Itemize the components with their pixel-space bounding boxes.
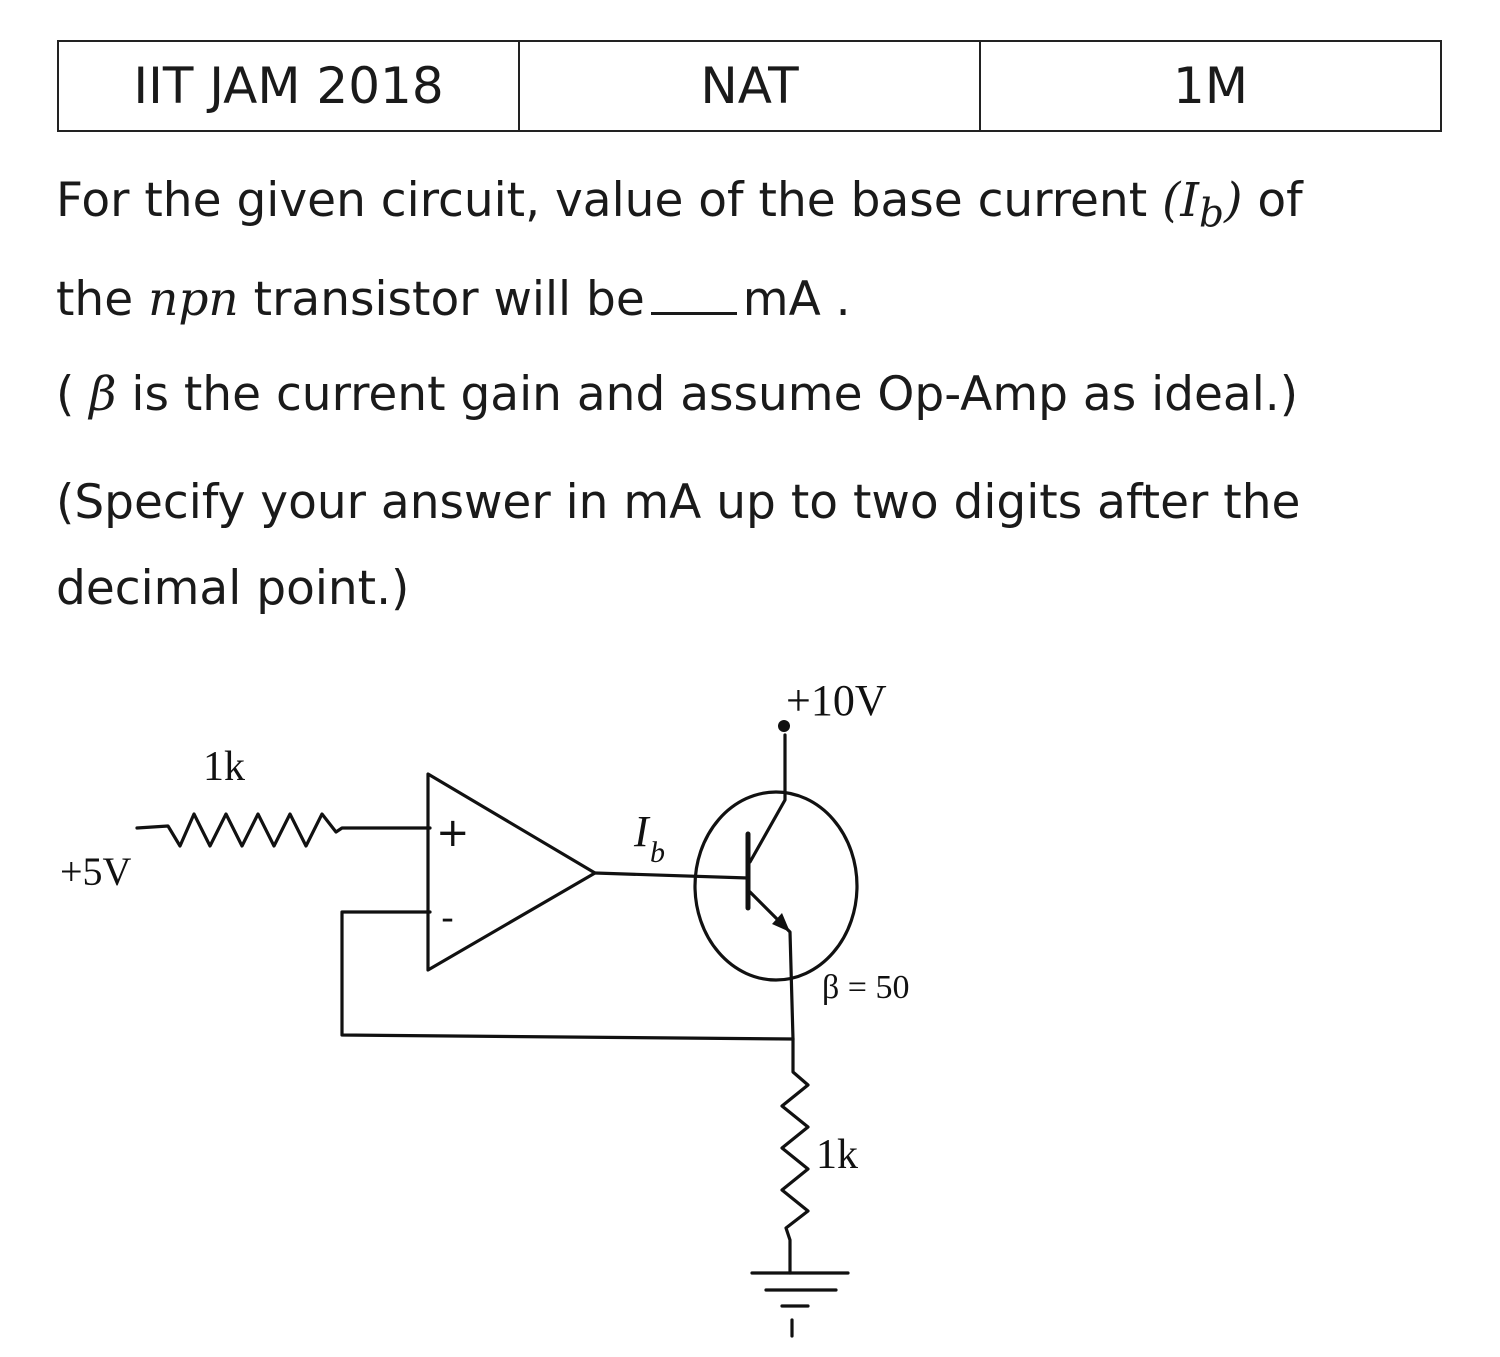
opamp-plus-label: + bbox=[436, 810, 470, 856]
meta-row: IIT JAM 2018 NAT 1M bbox=[57, 40, 1442, 132]
ib-subscript: b bbox=[1199, 191, 1225, 237]
supply-voltage-label: +10V bbox=[786, 676, 887, 725]
base-current-label: I bbox=[633, 807, 651, 856]
transistor-envelope bbox=[693, 790, 859, 982]
note-text: is the current gain and assume Op-Amp as… bbox=[116, 367, 1299, 422]
question-line1-suffix: of bbox=[1242, 173, 1303, 228]
input-voltage-label: +5V bbox=[60, 849, 132, 894]
question-text: For the given circuit, value of the base… bbox=[56, 158, 1456, 343]
transistor-collector bbox=[748, 733, 787, 864]
assumption-note: ( β is the current gain and assume Op-Am… bbox=[56, 352, 1456, 438]
beta-value-label: β = 50 bbox=[822, 969, 909, 1006]
question-type: NAT bbox=[518, 40, 981, 132]
npn-symbol: npn bbox=[148, 272, 239, 328]
answer-unit: mA . bbox=[742, 272, 851, 328]
question-marks: 1M bbox=[979, 40, 1442, 132]
emitter-resistor-label: 1k bbox=[816, 1132, 858, 1178]
circuit-diagram: +10V +5V 1k + - I b β = 50 1k bbox=[60, 676, 909, 1338]
feedback-wire bbox=[340, 910, 795, 1041]
input-resistor-label: 1k bbox=[203, 744, 245, 790]
exam-name: IIT JAM 2018 bbox=[57, 40, 520, 132]
base-wire bbox=[593, 871, 750, 880]
transistor-emitter bbox=[748, 890, 795, 1041]
opamp-minus-label: - bbox=[441, 898, 454, 939]
note-open: ( bbox=[56, 367, 90, 422]
question-line1: For the given circuit, value of the base… bbox=[56, 173, 1163, 228]
answer-blank bbox=[650, 278, 737, 316]
supply-node bbox=[778, 720, 790, 732]
answer-instruction: (Specify your answer in mA up to two dig… bbox=[56, 475, 1301, 616]
question-meta-table: IIT JAM 2018 NAT 1M bbox=[57, 40, 1442, 132]
opamp-triangle bbox=[426, 772, 597, 972]
ground-symbol bbox=[750, 1271, 850, 1338]
ib-main: (I bbox=[1162, 173, 1199, 228]
beta-symbol: β bbox=[89, 367, 117, 422]
ib-symbol: (Ib) bbox=[1162, 173, 1243, 236]
question-line2: the bbox=[56, 272, 149, 328]
question-line2-suffix: transistor will be bbox=[238, 272, 645, 328]
emitter-arrow bbox=[772, 913, 790, 932]
emitter-resistor bbox=[780, 1037, 810, 1275]
input-resistor bbox=[135, 812, 432, 848]
ib-close: ) bbox=[1224, 173, 1243, 228]
base-current-subscript: b bbox=[650, 836, 665, 869]
